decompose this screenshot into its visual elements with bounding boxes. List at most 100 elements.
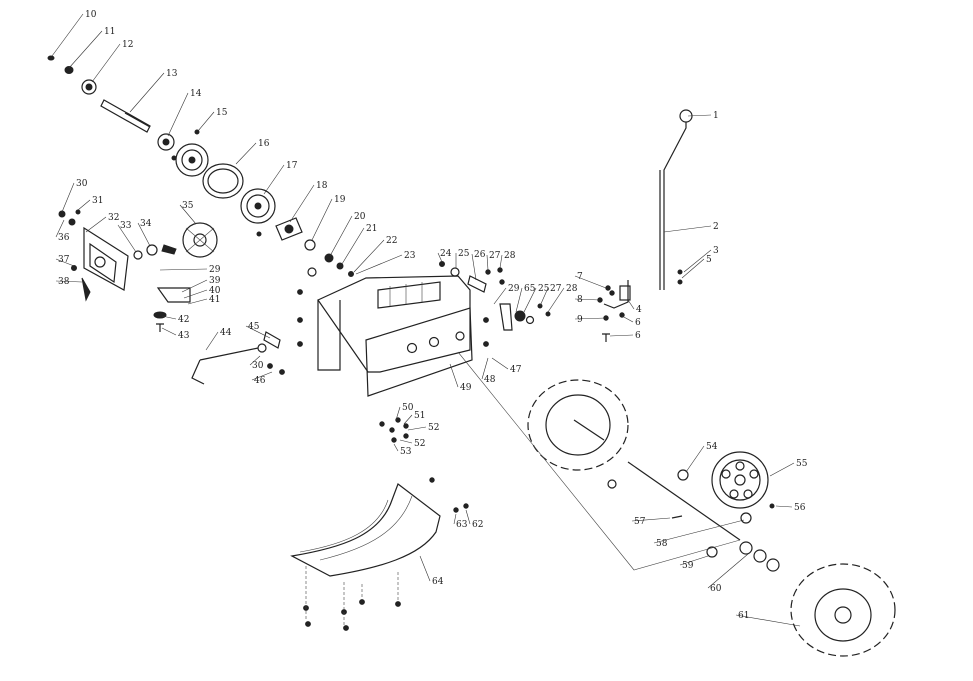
callout-label-c9: 9 (577, 315, 583, 325)
callout-label-c17: 17 (286, 161, 298, 171)
callout-leader-c64 (419, 555, 431, 582)
callout-leader-c4 (627, 299, 635, 310)
callout-leader-c55 (769, 462, 795, 477)
callout-label-c61: 61 (738, 611, 749, 621)
callout-label-c6a: 6 (635, 318, 641, 328)
main-frame (297, 275, 489, 397)
callout-label-c14: 14 (190, 89, 202, 99)
callout-label-c50: 50 (402, 403, 414, 413)
callout-label-c6b: 6 (635, 331, 641, 341)
callout-leader-c6a (621, 315, 634, 323)
callout-leader-c13 (129, 72, 165, 113)
callout-label-c32: 32 (108, 213, 119, 223)
callout-label-c11: 11 (104, 27, 115, 37)
callout-leader-c28a (499, 254, 503, 269)
callout-leader-c8 (574, 298, 601, 301)
callout-label-c19: 19 (334, 195, 346, 205)
callout-label-c54: 54 (706, 442, 718, 452)
callout-leader-c5 (681, 258, 705, 279)
crank-handle (191, 331, 285, 385)
callout-label-c65: 65 (524, 284, 536, 294)
callout-leader-c29b (493, 287, 507, 305)
callout-leader-c23 (355, 254, 403, 275)
callout-label-c1: 1 (713, 111, 719, 121)
callout-leader-c45 (245, 325, 271, 339)
callout-label-c52b: 52 (414, 439, 425, 449)
callout-label-c2: 2 (713, 222, 719, 232)
callout-leader-c18 (289, 184, 315, 223)
callout-label-c21: 21 (366, 224, 377, 234)
callout-leader-c29a (159, 268, 208, 271)
callout-leader-c7 (574, 275, 607, 289)
callout-label-c45: 45 (248, 322, 260, 332)
callout-label-c4: 4 (636, 305, 642, 315)
callout-label-c25b: 25 (538, 284, 550, 294)
callout-label-c47: 47 (510, 365, 522, 375)
callout-leader-c52a (407, 426, 427, 431)
worm-shaft-assembly (47, 55, 151, 133)
callout-label-c33: 33 (120, 221, 132, 231)
callout-leader-c31 (77, 199, 91, 211)
callout-leader-c32 (85, 216, 107, 233)
callout-label-c15: 15 (216, 108, 228, 118)
callout-label-c62: 62 (472, 520, 483, 530)
callout-label-c58: 58 (656, 539, 668, 549)
callout-leader-c17 (263, 164, 285, 195)
callout-label-c34: 34 (140, 219, 152, 229)
callout-leader-c34 (137, 222, 151, 247)
callout-leader-c42 (161, 315, 177, 320)
callout-leader-c49 (449, 363, 459, 388)
callout-leader-c28b (547, 287, 565, 313)
callout-label-c49: 49 (460, 383, 472, 393)
callout-label-c44: 44 (220, 328, 232, 338)
callout-label-c51: 51 (414, 411, 425, 421)
callout-label-c43: 43 (178, 331, 190, 341)
callout-label-c20: 20 (354, 212, 366, 222)
callout-leader-c22 (353, 239, 385, 273)
scraper-plate (290, 477, 469, 631)
callout-leader-c30a (61, 182, 75, 213)
callout-label-c46: 46 (254, 376, 266, 386)
callout-leader-c53 (393, 443, 399, 452)
wheel-axle-assembly (457, 351, 896, 657)
callout-leader-c46 (251, 371, 273, 381)
callout-label-c63: 63 (456, 520, 468, 530)
callout-leader-c41 (187, 298, 208, 305)
callout-label-c27a: 27 (489, 251, 501, 261)
callout-leader-c24 (437, 252, 443, 263)
callout-label-c35: 35 (182, 201, 194, 211)
callout-leader-c11 (68, 30, 103, 69)
callout-label-c64: 64 (432, 577, 444, 587)
callout-label-c7: 7 (577, 272, 583, 282)
handle-rod (659, 109, 693, 290)
callout-label-c25a: 25 (458, 249, 470, 259)
callout-leader-c36 (55, 219, 65, 238)
callout-label-c27b: 27 (550, 284, 562, 294)
callout-leader-c9 (574, 317, 607, 320)
callout-label-c22: 22 (386, 236, 397, 246)
callout-leader-c59 (679, 555, 709, 566)
callout-leader-c52b (399, 439, 413, 444)
callout-leader-c16 (235, 142, 257, 165)
callout-leader-c37 (55, 258, 75, 267)
callout-label-c18: 18 (316, 181, 328, 191)
callout-label-c53: 53 (400, 447, 412, 457)
callout-label-c23: 23 (404, 251, 416, 261)
callout-leader-c3 (683, 249, 712, 273)
callout-leader-c48 (481, 357, 489, 380)
callout-label-c41: 41 (209, 295, 220, 305)
callout-leader-c15 (197, 111, 215, 132)
callout-leader-c44 (205, 331, 219, 351)
callout-leader-c54 (685, 445, 705, 473)
callout-label-c28a: 28 (504, 251, 516, 261)
left-gear-housing (58, 209, 218, 332)
callout-leader-c2 (663, 225, 712, 233)
callout-leader-c60 (707, 553, 749, 589)
callout-leader-c10 (51, 13, 84, 57)
callout-label-c10: 10 (85, 10, 97, 20)
callout-leader-c14 (167, 92, 189, 137)
callout-leader-c6b (609, 334, 634, 337)
